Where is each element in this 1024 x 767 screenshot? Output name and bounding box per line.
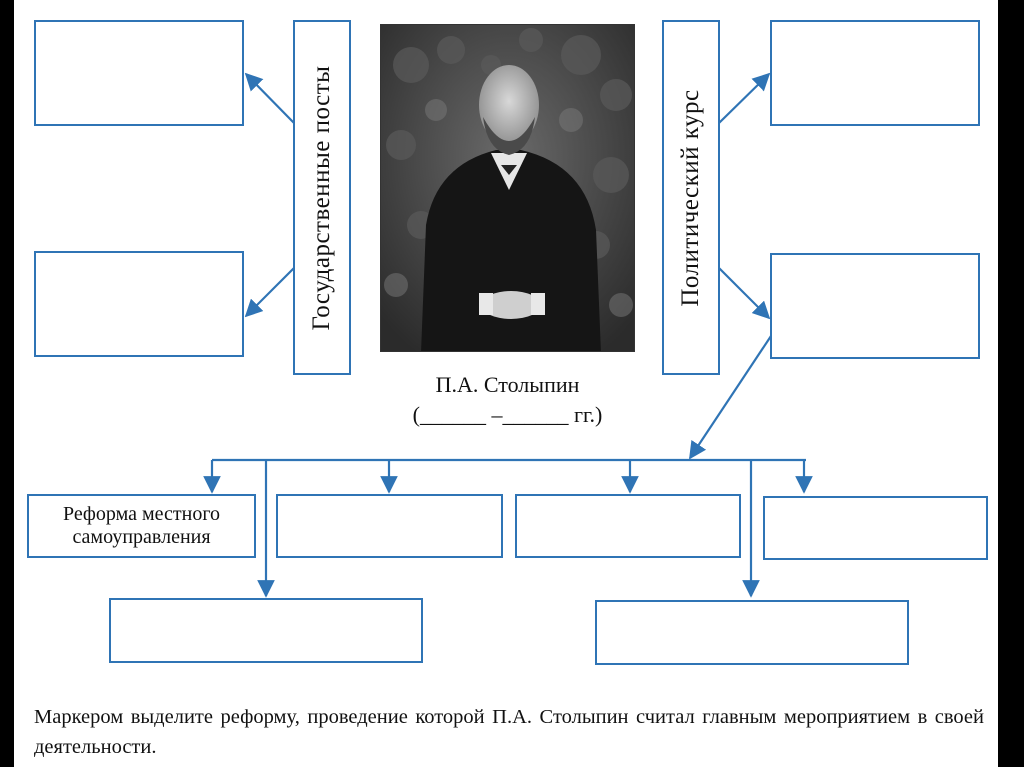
- arrow-policy-2: [718, 267, 771, 320]
- state-posts-label-box: Государственные посты: [293, 20, 351, 375]
- reform-box-2[interactable]: [276, 494, 503, 558]
- arrow-state-post-2: [244, 267, 295, 318]
- instruction-text: Маркером выделите реформу, проведение ко…: [34, 706, 984, 758]
- worksheet-page: Государственные посты: [14, 0, 998, 767]
- reform-box-5[interactable]: [109, 598, 423, 663]
- connector-lines: [203, 72, 813, 598]
- reform-box-3[interactable]: [515, 494, 741, 558]
- state-post-box-2[interactable]: [34, 251, 244, 357]
- policy-box-1[interactable]: [770, 20, 980, 126]
- policy-label: Политический курс: [677, 88, 704, 307]
- arrow-policy-1: [718, 72, 771, 124]
- portrait-photo: [380, 24, 635, 352]
- state-posts-label: Государственные посты: [308, 65, 335, 330]
- policy-box-2[interactable]: [770, 253, 980, 359]
- reform-box-4[interactable]: [763, 496, 988, 560]
- portrait-caption-name: П.А. Столыпин: [435, 372, 580, 397]
- arrow-state-post-1: [244, 72, 295, 124]
- reform-box-1-label: Реформа местного самоуправления: [62, 503, 221, 548]
- reform-box-6[interactable]: [595, 600, 909, 665]
- arrow-to-reforms: [689, 335, 772, 460]
- policy-label-box: Политический курс: [662, 20, 720, 375]
- portrait-caption-dates[interactable]: (______ –______ гг.): [412, 402, 603, 427]
- reform-box-1[interactable]: Реформа местного самоуправления: [27, 494, 256, 558]
- state-post-box-1[interactable]: [34, 20, 244, 126]
